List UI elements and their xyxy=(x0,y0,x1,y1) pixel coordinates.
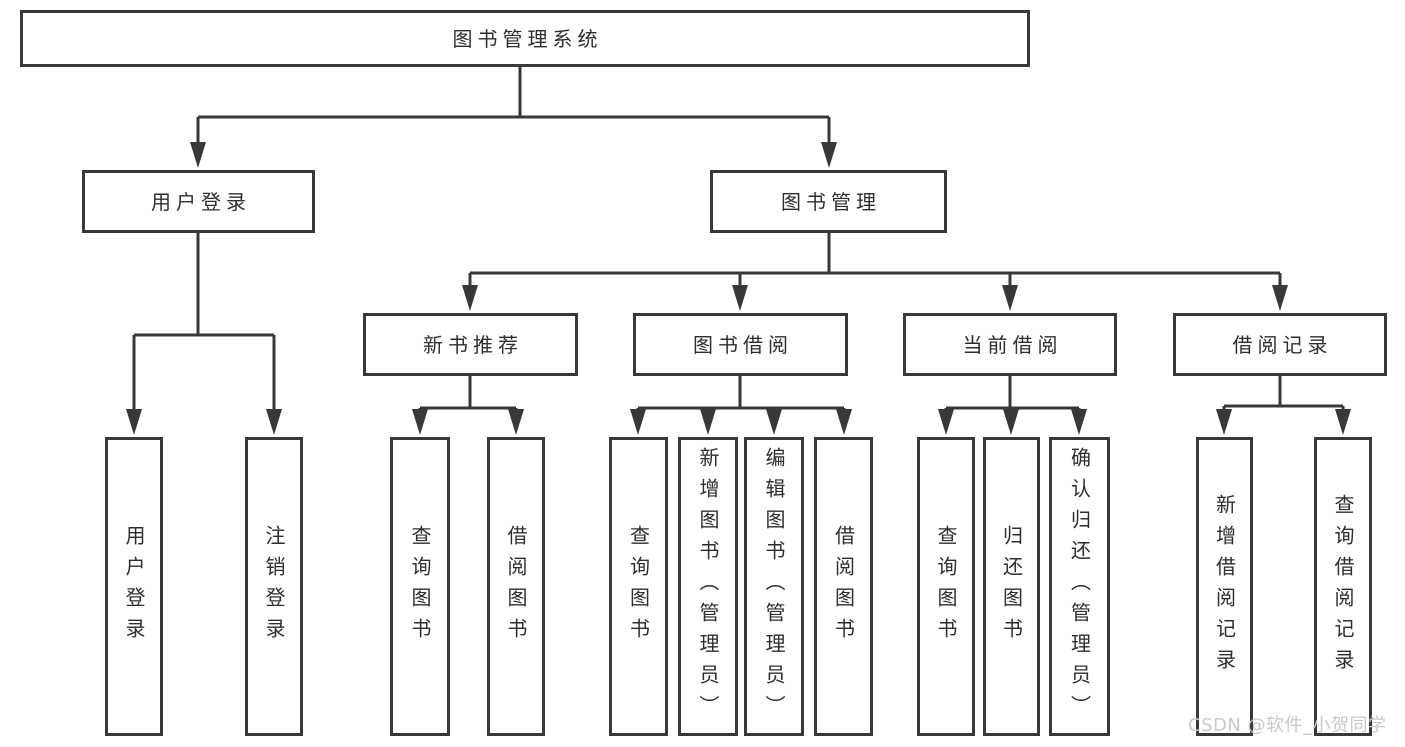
node-user-login: 用户登录 xyxy=(82,170,315,233)
leaf-user-login: 用户登录 xyxy=(105,437,163,736)
leaf-query-book-current: 查询图书 xyxy=(917,437,975,736)
leaf-borrow-book-recommend: 借阅图书 xyxy=(487,437,545,736)
node-new-book-recommend: 新书推荐 xyxy=(363,313,578,376)
leaf-edit-book-admin: 编辑图书（管理员） xyxy=(744,437,804,736)
leaf-borrow-book-borrow: 借阅图书 xyxy=(814,437,873,736)
leaf-query-borrow-record: 查询借阅记录 xyxy=(1314,437,1372,736)
leaf-confirm-return-admin: 确认归还（管理员） xyxy=(1049,437,1110,736)
leaf-query-book-borrow: 查询图书 xyxy=(609,437,668,736)
node-book-management: 图书管理 xyxy=(710,170,947,233)
leaf-add-book-admin: 新增图书（管理员） xyxy=(678,437,738,736)
csdn-watermark: CSDN @软件_小贺同学 xyxy=(1188,715,1387,736)
leaf-return-book: 归还图书 xyxy=(983,437,1040,736)
leaf-add-borrow-record: 新增借阅记录 xyxy=(1196,437,1253,736)
node-borrow-records: 借阅记录 xyxy=(1173,313,1387,376)
node-book-borrow: 图书借阅 xyxy=(633,313,848,376)
leaf-logout: 注销登录 xyxy=(245,437,303,736)
node-current-borrow: 当前借阅 xyxy=(903,313,1117,376)
leaf-query-book-recommend: 查询图书 xyxy=(390,437,450,736)
node-root-system: 图书管理系统 xyxy=(20,10,1030,67)
